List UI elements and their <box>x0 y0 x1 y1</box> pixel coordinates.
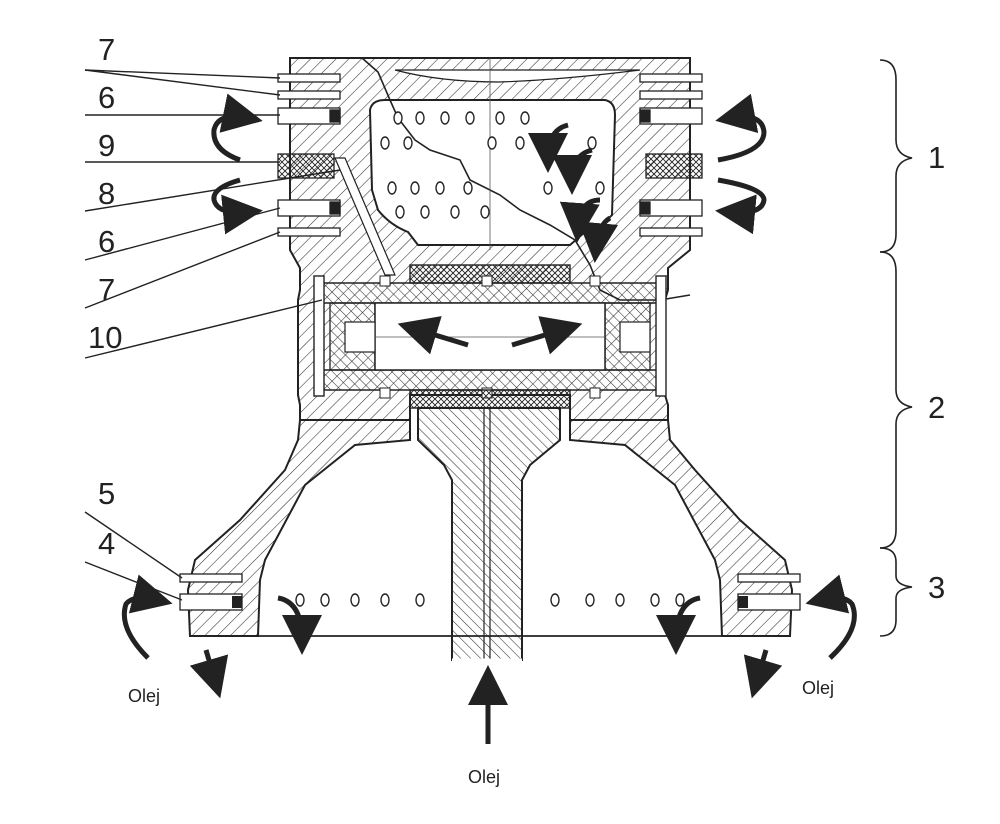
oil-left: Olej <box>128 686 160 706</box>
part-labels: 7 6 9 8 6 7 10 5 4 1 2 3 Olej Olej Olej <box>88 32 945 787</box>
ring-grooves-right <box>639 73 703 237</box>
label-9: 9 <box>98 128 115 163</box>
region-braces <box>879 59 913 637</box>
region-3: 3 <box>928 570 945 605</box>
label-4: 4 <box>98 526 115 561</box>
label-8: 8 <box>98 176 115 211</box>
skirt-holes <box>295 593 685 607</box>
oil-flow-arrows <box>121 93 857 744</box>
ring-grooves-left <box>277 73 341 237</box>
region-2: 2 <box>928 390 945 425</box>
oil-channel <box>334 157 396 276</box>
oil-right: Olej <box>802 678 834 698</box>
region-1: 1 <box>928 140 945 175</box>
gallery-holes <box>380 111 605 219</box>
pin-oil-arrows <box>397 316 583 355</box>
piston-skirt <box>179 419 801 637</box>
label-10: 10 <box>88 320 122 355</box>
label-7-bottom: 7 <box>98 272 115 307</box>
leader-lines <box>84 69 341 601</box>
oil-bottom: Olej <box>468 767 500 787</box>
label-7-top: 7 <box>98 32 115 67</box>
label-6-top: 6 <box>98 80 115 115</box>
label-5: 5 <box>98 476 115 511</box>
gudgeon-pin-assembly <box>313 264 667 409</box>
connecting-rod <box>417 407 561 662</box>
label-6-bottom: 6 <box>98 224 115 259</box>
